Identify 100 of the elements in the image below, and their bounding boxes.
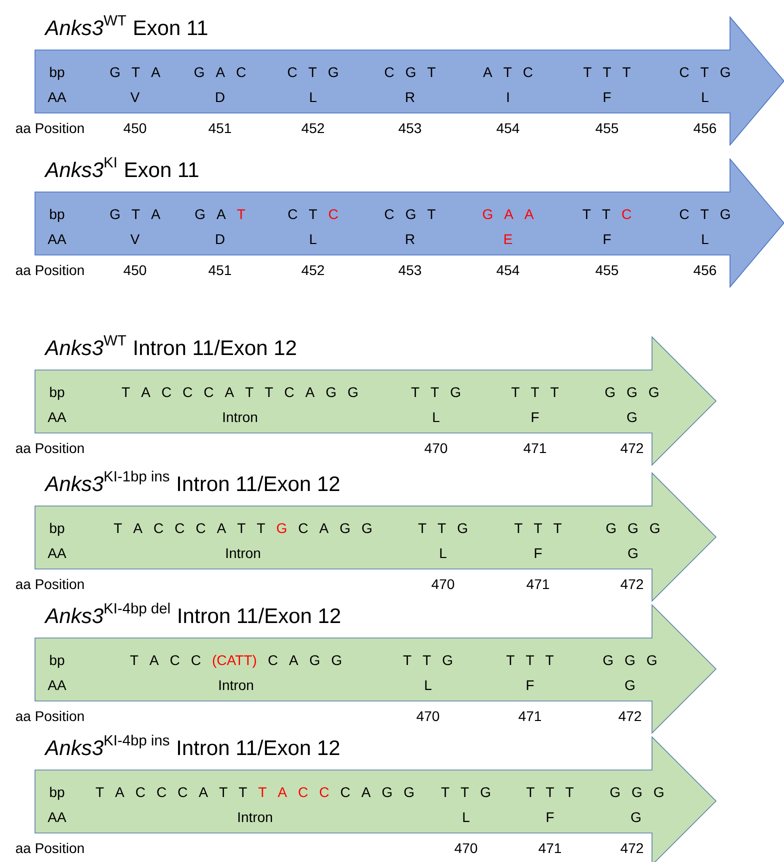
amino-acid: V — [130, 234, 140, 244]
position-number: 472 — [620, 443, 643, 453]
base-sequence: T A C C C A T T C A G G — [122, 387, 358, 398]
position-number: 455 — [596, 265, 618, 276]
amino-acid: F — [546, 812, 554, 822]
base-sequence: G T A — [110, 67, 160, 78]
position-number: 470 — [424, 443, 448, 454]
sequence-heading: $\textit{Anks3}^{\text{KI}}\text{ Exon 11}$ — [44, 157, 198, 178]
amino-acid: F — [604, 234, 611, 244]
amino-acid: I — [507, 92, 509, 102]
amino-acid: F — [604, 92, 611, 102]
base-sequence: G G G — [603, 655, 656, 666]
base-sequence: C G T — [384, 209, 436, 220]
position-number: 454 — [496, 265, 520, 276]
position-number: 471 — [538, 843, 561, 853]
sequence-heading: $\textit{Anks3}^{\text{WT}}\text{ Exon 11}$ — [44, 15, 208, 36]
amino-acid: D — [216, 234, 224, 244]
position-number: 470 — [454, 843, 478, 854]
position-number: 471 — [526, 579, 549, 589]
base-sequence: T T G — [418, 523, 467, 534]
row-label: AA — [48, 812, 66, 822]
amino-acid: E — [504, 234, 512, 244]
row-label: AA — [48, 412, 66, 422]
base-sequence: T A C C C A T T T A C C C A G G — [96, 787, 414, 798]
position-number: 470 — [416, 711, 440, 722]
amino-acid: G — [627, 412, 636, 422]
position-number: 456 — [694, 123, 716, 134]
amino-acid: L — [463, 812, 470, 822]
position-number: 452 — [302, 265, 324, 276]
base-sequence: G G G — [610, 787, 664, 798]
amino-acid: L — [702, 92, 708, 102]
base-sequence: G T A — [110, 209, 160, 220]
base-sequence: C T G — [680, 67, 730, 78]
position-label: aa Position — [16, 442, 84, 454]
position-number: 453 — [398, 123, 422, 134]
sequence-heading: $\textit{Anks3}^{\text{KI-1bp ins}}\text{ Intron 11/Exon 12}$ — [44, 470, 340, 492]
amino-acid: G — [631, 812, 640, 822]
base-sequence: G G G — [605, 387, 658, 398]
amino-acid: G — [628, 548, 638, 558]
base-sequence: A T C — [483, 67, 532, 78]
row-label: bp — [50, 786, 64, 800]
position-number: 455 — [596, 123, 618, 134]
base-sequence: T T G — [403, 655, 452, 666]
sequence-heading: $\textit{Anks3}^{\text{KI-4bp del}}\text{ Intron 11/Exon 12}$ — [44, 602, 340, 624]
amino-acid: G — [625, 680, 634, 690]
amino-acid: F — [534, 548, 542, 558]
position-number: 452 — [302, 123, 324, 134]
position-number: 453 — [398, 265, 422, 276]
amino-acid: D — [216, 92, 224, 102]
base-sequence: C G T — [384, 67, 436, 78]
position-label: aa Position — [16, 710, 84, 722]
row-label: bp — [50, 208, 64, 222]
base-sequence: G A C — [194, 67, 246, 78]
row-label: AA — [48, 234, 66, 244]
position-label: aa Position — [16, 842, 84, 854]
row-label: AA — [48, 92, 66, 102]
sequence-heading: $\textit{Anks3}^{\text{KI-4bp ins}}\text{ Intron 11/Exon 12}$ — [44, 734, 340, 756]
base-sequence: T A C C (CATT) C A G G — [130, 654, 342, 668]
amino-acid: L — [433, 412, 440, 422]
base-sequence: G A T — [195, 209, 246, 220]
position-number: 451 — [208, 123, 231, 134]
amino-acid: Intron — [238, 812, 272, 822]
amino-acid: Intron — [219, 680, 253, 690]
base-sequence: T T T — [514, 523, 562, 533]
base-sequence: C T G — [288, 67, 338, 78]
amino-acid: R — [406, 92, 414, 102]
position-number: 451 — [208, 265, 231, 276]
base-sequence: T T C — [582, 209, 632, 220]
base-sequence: T T T — [506, 655, 554, 665]
base-sequence: C T G — [680, 209, 730, 220]
row-label: bp — [50, 522, 64, 536]
position-number: 454 — [496, 123, 520, 134]
position-number: 450 — [124, 123, 146, 134]
amino-acid: V — [130, 92, 140, 102]
position-label: aa Position — [16, 264, 84, 276]
sequence-heading: $\textit{Anks3}^{\text{WT}}\text{ Intron 11/Exon 12}$ — [44, 335, 296, 356]
base-sequence: T T G — [411, 387, 460, 398]
amino-acid: Intron — [223, 412, 257, 422]
base-sequence: T T T — [511, 387, 558, 397]
amino-acid: L — [702, 234, 708, 244]
amino-acid: L — [440, 548, 446, 558]
position-number: 472 — [620, 579, 643, 589]
amino-acid: F — [526, 680, 534, 690]
base-sequence: C T C — [288, 209, 338, 220]
position-number: 472 — [618, 711, 641, 721]
row-label: bp — [50, 654, 64, 668]
row-label: bp — [50, 386, 64, 400]
amino-acid: L — [310, 234, 316, 244]
position-number: 450 — [124, 265, 146, 276]
position-number: 471 — [524, 443, 546, 453]
position-number: 456 — [694, 265, 716, 276]
base-sequence: G G G — [606, 523, 660, 534]
position-number: 470 — [432, 579, 454, 590]
amino-acid: L — [310, 92, 316, 102]
row-label: bp — [50, 66, 64, 80]
row-label: AA — [48, 680, 66, 690]
base-sequence: T T T — [583, 67, 630, 77]
base-sequence: T A C C C A T T G C A G G — [114, 523, 372, 534]
position-label: aa Position — [16, 122, 84, 134]
amino-acid: R — [406, 234, 414, 244]
